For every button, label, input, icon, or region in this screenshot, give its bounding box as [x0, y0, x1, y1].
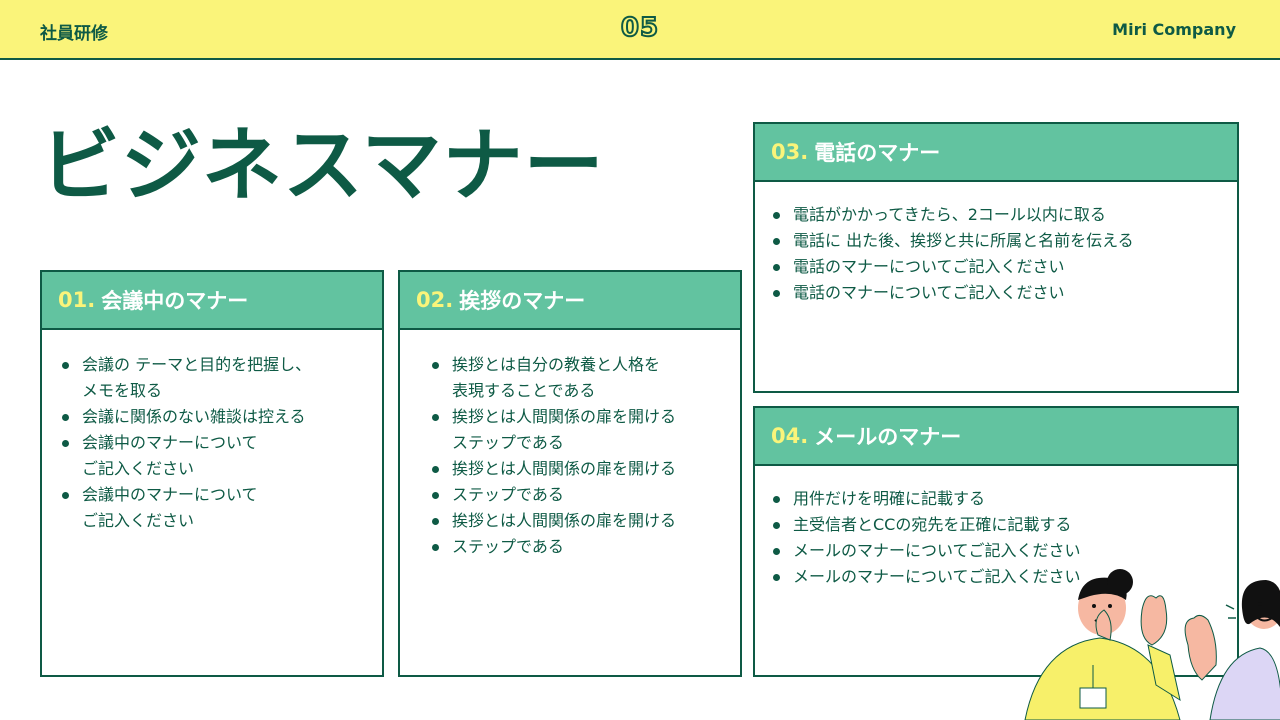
- bullet-list: 用件だけを明確に記載する 主受信者とCCの宛先を正確に記載する メールのマナーに…: [773, 486, 1081, 590]
- list-item: ステップである: [432, 534, 676, 560]
- bullet-list: 電話がかかってきたら、2コール以内に取る 電話に 出た後、挨拶と共に所属と名前を…: [773, 202, 1134, 306]
- list-item: 用件だけを明確に記載する: [773, 486, 1081, 512]
- bullet-list: 会議の テーマと目的を把握し、 メモを取る 会議に関係のない雑談は控える 会議中…: [62, 352, 311, 534]
- bullet-list: 挨拶とは自分の教養と人格を 表現することである 挨拶とは人間関係の扉を開ける ス…: [432, 352, 676, 560]
- list-item: 会議中のマナーについて ご記入ください: [62, 482, 311, 534]
- list-item: 主受信者とCCの宛先を正確に記載する: [773, 512, 1081, 538]
- card-number: 03.: [771, 140, 809, 164]
- list-item: 挨拶とは人間関係の扉を開ける: [432, 456, 676, 482]
- list-item: メールのマナーについてご記入ください: [773, 564, 1081, 590]
- list-item: 会議の テーマと目的を把握し、 メモを取る: [62, 352, 311, 404]
- card-header: 03. 電話のマナー: [755, 124, 1237, 182]
- section-label: 社員研修: [40, 24, 108, 44]
- list-item: 会議中のマナーについて ご記入ください: [62, 430, 311, 482]
- list-item: 挨拶とは人間関係の扉を開ける ステップである: [432, 404, 676, 456]
- people-waving-illustration: [1024, 569, 1280, 720]
- card-greeting-manners: 02. 挨拶のマナー 挨拶とは自分の教養と人格を 表現することである 挨拶とは人…: [398, 270, 742, 677]
- card-title: 挨拶のマナー: [459, 289, 586, 313]
- card-header: 02. 挨拶のマナー: [400, 272, 740, 330]
- page-number: 05: [620, 12, 660, 44]
- card-title: 会議中のマナー: [101, 289, 249, 313]
- top-bar: 社員研修 05 Miri Company: [0, 0, 1280, 60]
- list-item: 電話がかかってきたら、2コール以内に取る: [773, 202, 1134, 228]
- card-meeting-manners: 01. 会議中のマナー 会議の テーマと目的を把握し、 メモを取る 会議に関係の…: [40, 270, 384, 677]
- list-item: 電話に 出た後、挨拶と共に所属と名前を伝える: [773, 228, 1134, 254]
- card-number: 04.: [771, 424, 809, 448]
- list-item: メールのマナーについてご記入ください: [773, 538, 1081, 564]
- list-item: 電話のマナーについてご記入ください: [773, 280, 1134, 306]
- list-item: 挨拶とは自分の教養と人格を 表現することである: [432, 352, 676, 404]
- card-phone-manners: 03. 電話のマナー 電話がかかってきたら、2コール以内に取る 電話に 出た後、…: [753, 122, 1239, 393]
- list-item: 電話のマナーについてご記入ください: [773, 254, 1134, 280]
- list-item: ステップである: [432, 482, 676, 508]
- card-header: 04. メールのマナー: [755, 408, 1237, 466]
- card-header: 01. 会議中のマナー: [42, 272, 382, 330]
- card-number: 02.: [416, 288, 454, 312]
- card-title: 電話のマナー: [814, 141, 941, 165]
- list-item: 会議に関係のない雑談は控える: [62, 404, 311, 430]
- slide-title: ビジネスマナー: [40, 119, 605, 212]
- list-item: 挨拶とは人間関係の扉を開ける: [432, 508, 676, 534]
- company-name: Miri Company: [1112, 20, 1236, 39]
- card-title: メールのマナー: [814, 425, 962, 449]
- card-number: 01.: [58, 288, 96, 312]
